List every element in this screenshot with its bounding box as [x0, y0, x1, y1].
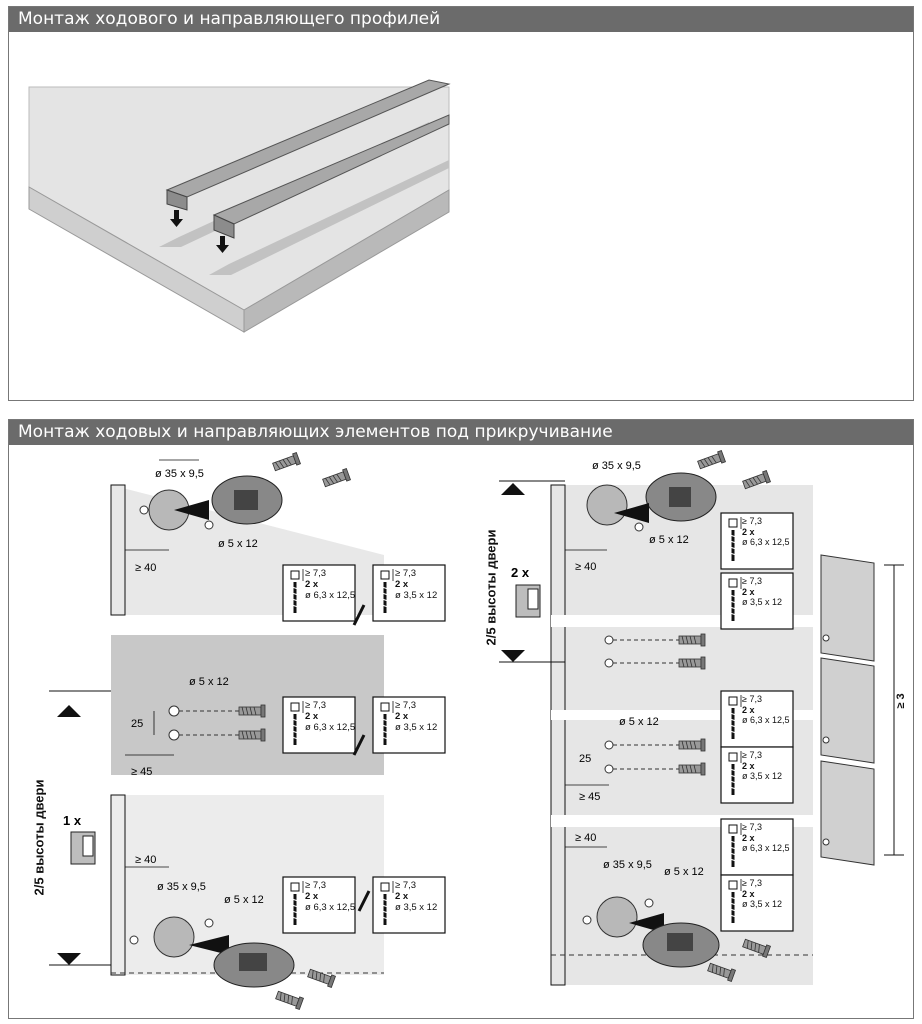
distance-40-label: ≥ 40 [135, 562, 156, 574]
screw-on-illustration: ø 35 x 9,5 ø 5 x 12 ≥ 40 ø 5 x 12 25 ≥ 4… [49, 450, 904, 1010]
hole-size-large-label: ø 35 x 9,5 [592, 460, 641, 472]
down-arrow-icon [216, 236, 229, 253]
down-marker-icon [57, 953, 81, 965]
section-title: Монтаж ходовых и направляющих элементов … [9, 420, 913, 445]
arrow-left-icon [629, 913, 664, 933]
quantity-one-label: 1 x [63, 813, 82, 828]
arrow-left-icon [614, 503, 649, 523]
arrow-left-icon [174, 500, 209, 520]
distance-40-label: ≥ 40 [575, 832, 596, 844]
hole-size-large-label: ø 35 x 9,5 [603, 859, 652, 871]
hole-size-small-label: ø 5 x 12 [619, 716, 659, 728]
section-title: Монтаж ходового и направляющего профилей [9, 7, 913, 32]
up-marker-icon [57, 705, 81, 717]
section-screw-on-elements: Монтаж ходовых и направляющих элементов … [8, 419, 914, 1019]
groove-2 [209, 160, 449, 275]
hole-size-small-label: ø 5 x 12 [218, 538, 258, 550]
distance-40-label: ≥ 40 [575, 561, 596, 573]
down-arrow-icon [170, 210, 183, 227]
door-height-fraction-label: 2/5 высоты двери [31, 779, 47, 896]
cap-icon [70, 831, 96, 865]
hole-size-small-label: ø 5 x 12 [189, 676, 229, 688]
distance-40-label: ≥ 40 [135, 854, 156, 866]
down-marker-icon [501, 650, 525, 662]
door-height-fraction-label: 2/5 высоты двери [483, 529, 499, 646]
distance-25-label: 25 [131, 718, 143, 730]
rail-profiles-illustration [28, 79, 451, 333]
distance-45-label: ≥ 45 [579, 791, 600, 803]
up-marker-icon [501, 483, 525, 495]
board-side [243, 189, 450, 333]
hole-size-small-label: ø 5 x 12 [224, 894, 264, 906]
distance-45-label: ≥ 45 [131, 766, 152, 778]
section-rail-profiles: Монтаж ходового и направляющего профилей [8, 6, 914, 401]
hole-size-small-label: ø 5 x 12 [649, 534, 689, 546]
arrow-left-icon [189, 935, 229, 955]
min-3-label: ≥ 3 [895, 693, 907, 709]
quantity-two-label: 2 x [511, 565, 530, 580]
stacked-doors [820, 554, 904, 866]
cap-icon [515, 584, 541, 618]
hole-size-large-label: ø 35 x 9,5 [155, 468, 204, 480]
hole-size-large-label: ø 35 x 9,5 [157, 881, 206, 893]
hole-size-small-label: ø 5 x 12 [664, 866, 704, 878]
distance-25-label: 25 [579, 753, 591, 765]
